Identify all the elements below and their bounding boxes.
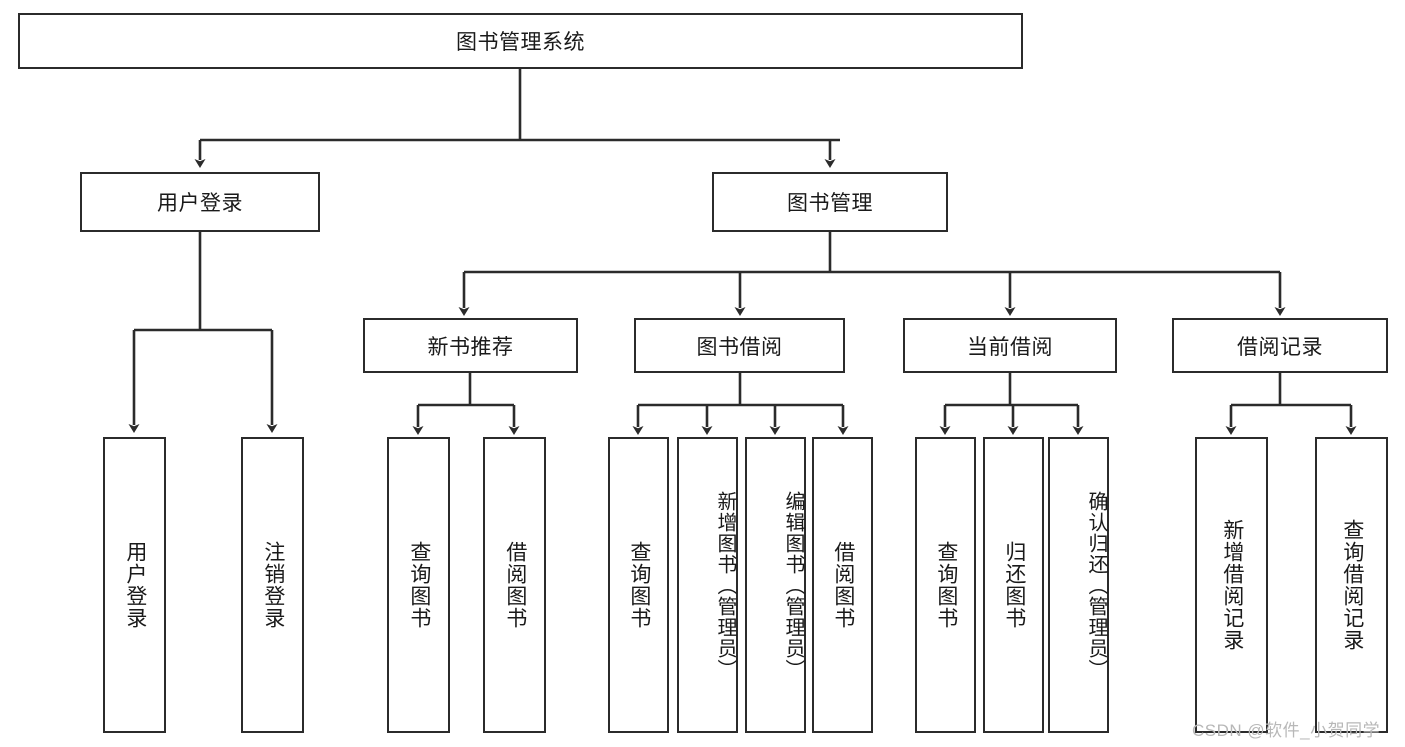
- node-leaf-confirm-return[interactable]: 确认归还（管理员）: [1048, 437, 1109, 733]
- node-user-login[interactable]: 用户登录: [80, 172, 320, 232]
- node-leaf-edit-book-label: 编辑图书（管理员）: [782, 490, 804, 680]
- node-root[interactable]: 图书管理系统: [18, 13, 1023, 69]
- node-leaf-query-book-1[interactable]: 查询图书: [387, 437, 450, 733]
- edge-group-current-borrow: [939, 373, 1084, 435]
- node-leaf-user-logout-label: 注销登录: [261, 541, 285, 629]
- node-leaf-query-record[interactable]: 查询借阅记录: [1315, 437, 1388, 733]
- node-leaf-user-login[interactable]: 用户登录: [103, 437, 166, 733]
- edge-group-book-manage: [458, 232, 1286, 316]
- node-user-login-label: 用户登录: [157, 192, 243, 215]
- node-leaf-add-record[interactable]: 新增借阅记录: [1195, 437, 1268, 733]
- node-book-manage-label: 图书管理: [787, 192, 873, 215]
- node-borrow-record-label: 借阅记录: [1237, 335, 1323, 359]
- node-leaf-return-book-label: 归还图书: [1002, 541, 1026, 629]
- node-leaf-query-book-2-label: 查询图书: [627, 541, 651, 629]
- node-root-label: 图书管理系统: [456, 31, 585, 54]
- edge-group-user-login: [128, 232, 278, 433]
- edge-group-root: [194, 69, 840, 168]
- node-leaf-query-record-label: 查询借阅记录: [1340, 519, 1364, 651]
- node-current-borrow[interactable]: 当前借阅: [903, 318, 1117, 373]
- node-leaf-query-book-3[interactable]: 查询图书: [915, 437, 976, 733]
- node-leaf-add-book-label: 新增图书（管理员）: [714, 490, 736, 680]
- node-leaf-return-book[interactable]: 归还图书: [983, 437, 1044, 733]
- node-leaf-add-record-label: 新增借阅记录: [1220, 519, 1244, 651]
- node-leaf-user-login-label: 用户登录: [123, 541, 147, 629]
- node-leaf-confirm-return-label: 确认归还（管理员）: [1085, 490, 1107, 680]
- node-leaf-borrow-book-2-label: 借阅图书: [831, 541, 855, 629]
- node-leaf-borrow-book-1-label: 借阅图书: [503, 541, 527, 629]
- node-leaf-edit-book[interactable]: 编辑图书（管理员）: [745, 437, 806, 733]
- node-current-borrow-label: 当前借阅: [967, 335, 1053, 359]
- node-borrow-record[interactable]: 借阅记录: [1172, 318, 1388, 373]
- node-leaf-user-logout[interactable]: 注销登录: [241, 437, 304, 733]
- node-book-borrow[interactable]: 图书借阅: [634, 318, 845, 373]
- node-leaf-add-book[interactable]: 新增图书（管理员）: [677, 437, 738, 733]
- node-leaf-query-book-2[interactable]: 查询图书: [608, 437, 669, 733]
- node-new-book-recommend-label: 新书推荐: [427, 335, 514, 359]
- node-leaf-borrow-book-1[interactable]: 借阅图书: [483, 437, 546, 733]
- node-leaf-borrow-book-2[interactable]: 借阅图书: [812, 437, 873, 733]
- edge-group-borrow-record: [1225, 373, 1357, 435]
- edge-group-new-book-recommend: [412, 373, 520, 435]
- node-new-book-recommend[interactable]: 新书推荐: [363, 318, 578, 373]
- node-book-borrow-label: 图书借阅: [696, 335, 783, 359]
- node-leaf-query-book-3-label: 查询图书: [934, 541, 958, 629]
- edge-group-book-borrow: [632, 373, 849, 435]
- node-book-manage[interactable]: 图书管理: [712, 172, 948, 232]
- node-leaf-query-book-1-label: 查询图书: [407, 541, 431, 629]
